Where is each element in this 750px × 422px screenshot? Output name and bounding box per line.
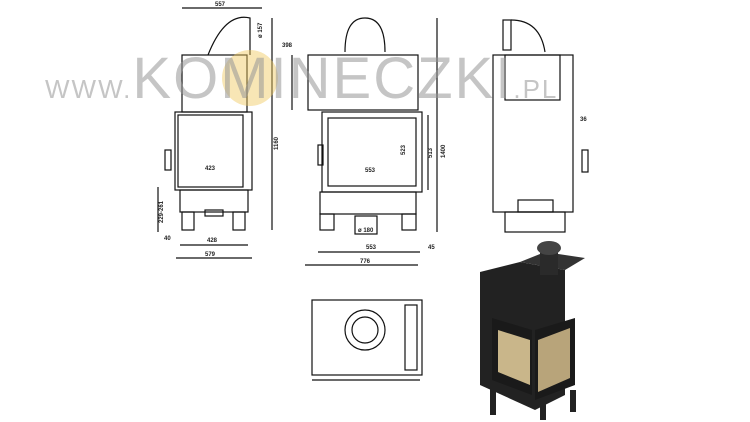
watermark: WWW.KOMINECZKI.PL [45,46,559,111]
dim-glass-height: 523 [401,144,407,155]
dim-right-offset: 36 [580,117,587,123]
dim-total-height-side: 1400 [441,144,447,158]
dim-glass-width-side: 553 [365,168,376,174]
watermark-flame-icon [222,50,278,106]
dim-bottom-width: 553 [366,245,377,251]
dim-foot: 40 [164,236,171,242]
dim-width-side: 776 [360,259,371,265]
dim-depth-top: 557 [215,2,226,8]
middle-view [291,17,438,266]
dim-flue-side: ø 180 [358,228,374,234]
dim-width-front: 579 [205,252,216,258]
fireplace-render [480,241,585,420]
dim-top-height: 398 [282,43,293,49]
top-view [311,299,423,381]
right-view [492,19,589,233]
dim-offset: 45 [428,245,435,251]
dim-door-height: 513 [428,147,434,158]
dim-leg-spacing: 428 [207,238,218,244]
front-view [157,7,273,259]
dim-glass-width-front: 423 [205,166,216,172]
dim-flue-front: ø 157 [258,22,264,38]
dim-total-height-front: 1160 [274,136,280,150]
dim-leg-height: 229-261 [159,200,165,223]
